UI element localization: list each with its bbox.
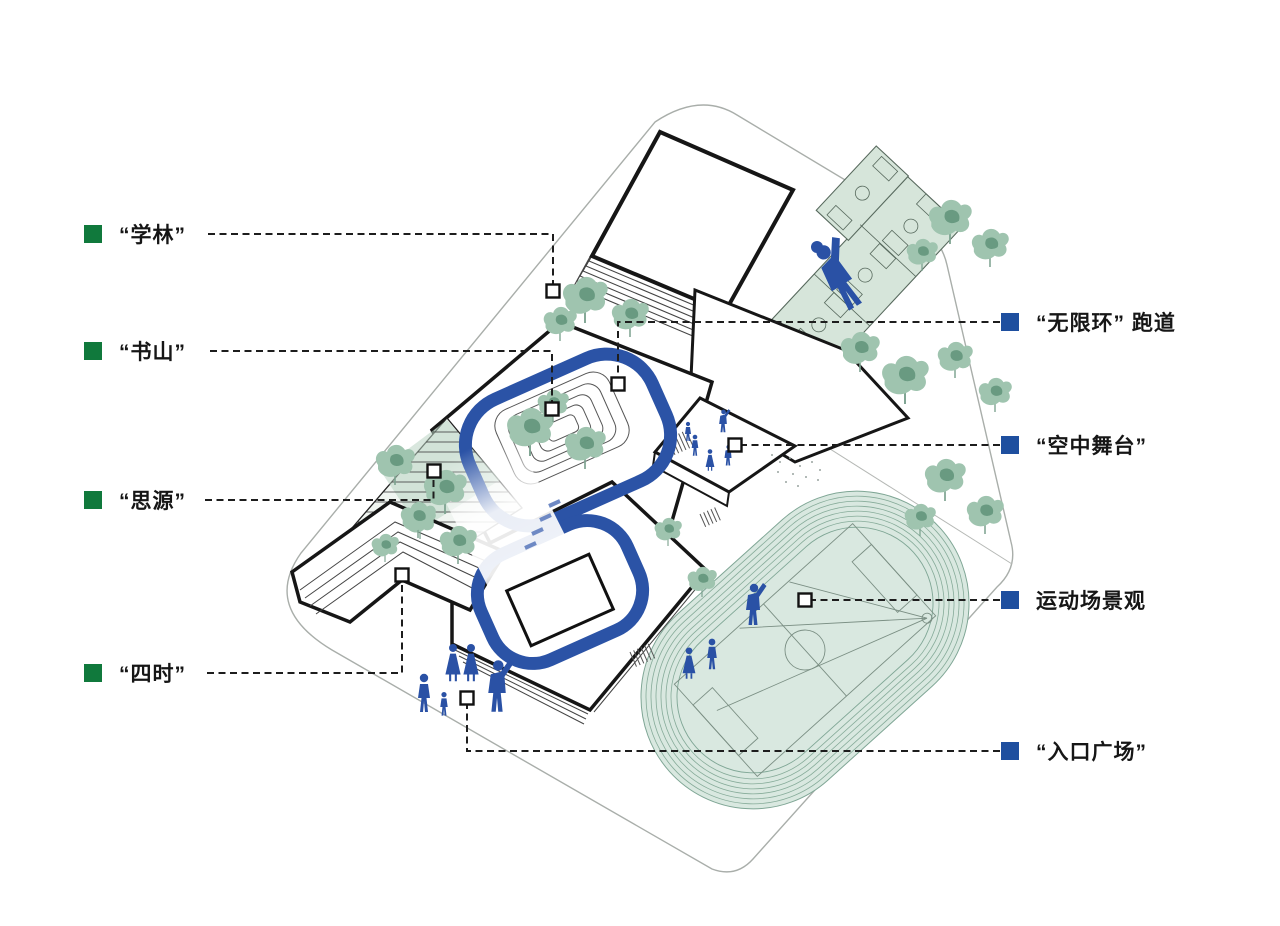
- marker-sishi: [394, 567, 410, 583]
- gravel-dots: [771, 454, 821, 487]
- blue-square-icon: [1001, 591, 1019, 609]
- site-boundary: [286, 104, 1014, 873]
- label-shushan: “书山”: [119, 341, 186, 364]
- marker-shushan: [544, 401, 560, 417]
- blue-square-icon: [1001, 742, 1019, 760]
- figures-group: [418, 233, 875, 716]
- green-square-icon: [84, 491, 102, 509]
- label-sishi: “四时”: [119, 663, 186, 686]
- label-entrance-plaza: “入口广场”: [1036, 741, 1147, 764]
- green-square-icon: [84, 664, 102, 682]
- legend-item-sports-field-landscape: 运动场景观: [1001, 587, 1146, 613]
- green-square-icon: [84, 342, 102, 360]
- marker-siyuan: [426, 463, 442, 479]
- legend-item-xuelin: “学林”: [84, 221, 186, 247]
- marker-sky-stage: [727, 437, 743, 453]
- label-infinite-loop-track: “无限环” 跑道: [1036, 312, 1176, 335]
- leader-infinite-loop: [617, 321, 1000, 377]
- basketball-player: [807, 233, 875, 313]
- legend-item-siyuan: “思源”: [84, 487, 186, 513]
- label-xuelin: “学林”: [119, 224, 186, 247]
- legend-item-infinite-loop-track: “无限环” 跑道: [1001, 309, 1176, 335]
- label-sky-stage: “空中舞台”: [1036, 435, 1147, 458]
- leader-sishi: [207, 582, 403, 674]
- leader-lines: [205, 233, 1000, 752]
- leader-siyuan: [205, 478, 435, 501]
- sports-field: [640, 490, 970, 810]
- label-sports-field-landscape: 运动场景观: [1036, 590, 1146, 613]
- green-square-icon: [84, 225, 102, 243]
- marker-infinite-loop: [610, 376, 626, 392]
- legend-item-sky-stage: “空中舞台”: [1001, 432, 1147, 458]
- legend-item-entrance-plaza: “入口广场”: [1001, 738, 1147, 764]
- leader-xuelin: [208, 233, 554, 285]
- legend-item-shushan: “书山”: [84, 338, 186, 364]
- annotation-markers: [394, 283, 813, 706]
- track-ghost-ticks: [524, 499, 561, 550]
- blue-square-icon: [1001, 313, 1019, 331]
- leader-entrance-plaza: [466, 705, 1000, 752]
- marker-xuelin: [545, 283, 561, 299]
- blue-square-icon: [1001, 436, 1019, 454]
- marker-sports-field: [797, 592, 813, 608]
- main-building-box: [573, 129, 796, 343]
- label-siyuan: “思源”: [119, 490, 186, 513]
- legend-item-sishi: “四时”: [84, 660, 186, 686]
- marker-entrance-plaza: [459, 690, 475, 706]
- lower-courtyard: [504, 552, 616, 648]
